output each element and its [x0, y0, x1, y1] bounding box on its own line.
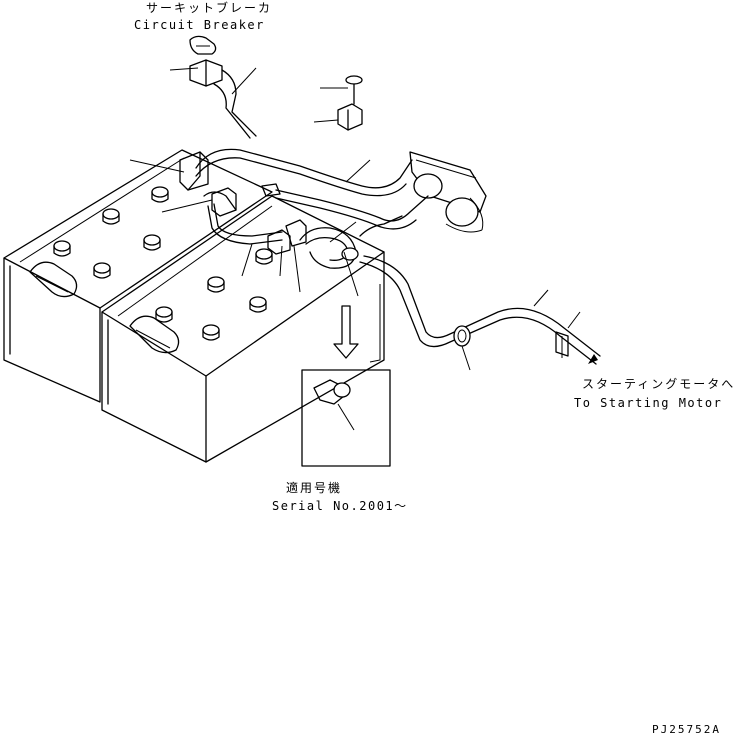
- circuit-breaker-icon: [169, 35, 257, 139]
- starting-motor-en-label: To Starting Motor: [574, 396, 722, 410]
- serial-jp-label: 適用号機: [286, 480, 342, 495]
- serial-en-label: Serial No.2001～: [272, 499, 408, 513]
- down-arrow-icon: [333, 305, 359, 359]
- detail-box: [301, 369, 391, 467]
- battery-terminal-icon: [313, 379, 355, 431]
- wiring-harness-icon: [129, 148, 601, 371]
- starting-motor-jp-label: スターティングモータへ: [582, 377, 735, 391]
- circuit-breaker-en-label: Circuit Breaker: [134, 18, 265, 32]
- drawing-code: PJ25752A: [652, 723, 721, 736]
- battery-pair-icon: [3, 149, 385, 463]
- bolt-clip-icon: [313, 75, 363, 131]
- circuit-breaker-jp-label: サーキットブレーカ: [146, 0, 272, 15]
